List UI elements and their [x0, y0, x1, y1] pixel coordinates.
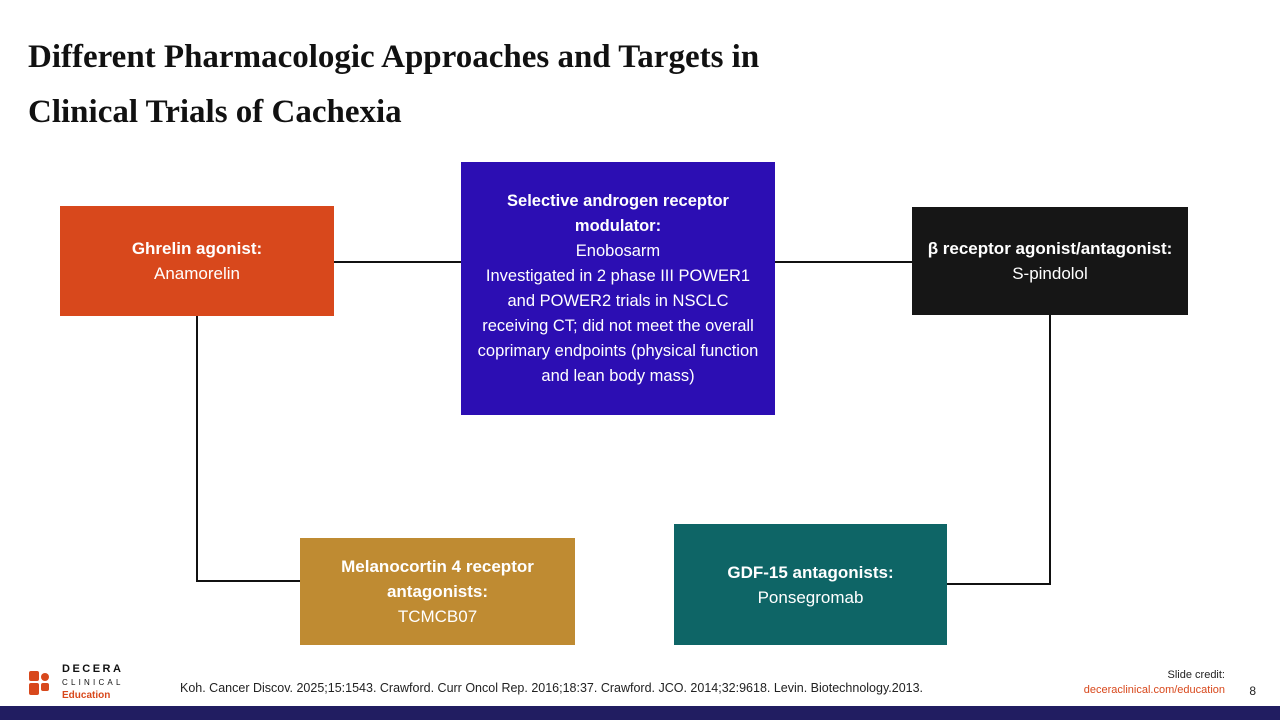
- reference-citations: Koh. Cancer Discov. 2025;15:1543. Crawfo…: [180, 681, 924, 695]
- box-melanocortin: Melanocortin 4 receptor antagonists: TCM…: [300, 538, 575, 645]
- box-ghrelin-heading: Ghrelin agonist:: [131, 239, 263, 258]
- connector-ghrelin-sarm: [334, 261, 462, 263]
- box-sarm-body-drug: Enobosarm: [575, 241, 661, 260]
- bottom-accent-bar: [0, 706, 1280, 720]
- decera-logo-icon: [28, 670, 54, 696]
- connector-sarm-beta: [774, 261, 913, 263]
- logo-line-education: Education: [62, 690, 111, 701]
- box-beta-receptor: β receptor agonist/antagonist: S-pindolo…: [912, 207, 1188, 315]
- connector-gdf15-horizontal: [946, 583, 1051, 585]
- box-gdf15: GDF-15 antagonists: Ponsegromab: [674, 524, 947, 645]
- logo-line-decera: DECERA: [62, 663, 124, 675]
- box-gdf15-heading: GDF-15 antagonists:: [727, 562, 894, 582]
- box-ghrelin-agonist: Ghrelin agonist: Anamorelin: [60, 206, 334, 316]
- box-sarm-body-detail: Investigated in 2 phase III POWER1 and P…: [477, 266, 759, 385]
- slide-credit-label: Slide credit:: [1167, 669, 1225, 681]
- box-melanocortin-heading: Melanocortin 4 receptor antagonists:: [341, 557, 534, 601]
- box-melanocortin-body: TCMCB07: [397, 607, 478, 626]
- box-ghrelin-body: Anamorelin: [154, 264, 240, 283]
- logo-line-clinical: CLINICAL: [62, 678, 124, 687]
- slide-credit-link[interactable]: deceraclinical.com/education: [1083, 684, 1225, 696]
- decera-logo-text: DECERA CLINICAL Education: [62, 663, 124, 702]
- page-title-line-2: Clinical Trials of Cachexia: [28, 94, 402, 130]
- box-sarm: Selective androgen receptor modulator: E…: [461, 162, 775, 415]
- page-title: Different Pharmacologic Approaches and T…: [28, 30, 1128, 140]
- connector-beta-vertical: [1049, 314, 1051, 585]
- connector-melanocortin-horizontal: [196, 580, 301, 582]
- box-beta-heading: β receptor agonist/antagonist:: [927, 239, 1173, 258]
- box-beta-body: S-pindolol: [1012, 264, 1088, 283]
- decera-logo: DECERA CLINICAL Education: [28, 664, 124, 701]
- page-title-line-1: Different Pharmacologic Approaches and T…: [28, 39, 760, 75]
- box-sarm-heading: Selective androgen receptor modulator:: [507, 191, 729, 235]
- connector-ghrelin-vertical: [196, 315, 198, 582]
- slide-credit: Slide credit: deceraclinical.com/educati…: [1084, 668, 1225, 698]
- box-gdf15-body: Ponsegromab: [757, 587, 864, 607]
- page-number: 8: [1249, 684, 1256, 698]
